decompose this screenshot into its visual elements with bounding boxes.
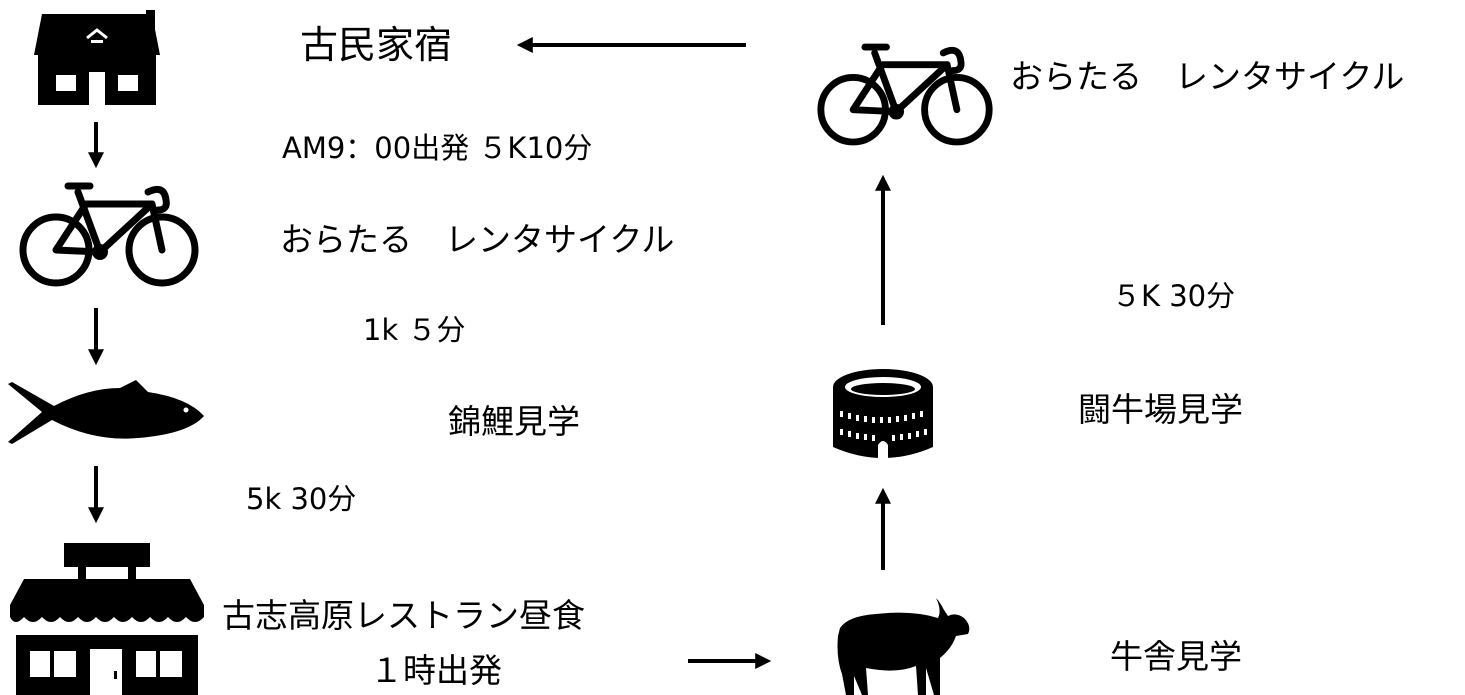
cattle-barn-label: 牛舎見学 <box>1110 637 1242 676</box>
guesthouse-label: 古民家宿 <box>300 23 453 67</box>
departure-note: AM9：00出発 ５K10分 <box>282 131 593 165</box>
house-icon <box>34 10 160 105</box>
bike-rental-label: おらたる レンタサイクル <box>280 220 675 259</box>
bicycle-icon <box>19 182 199 287</box>
fish-icon <box>8 380 204 444</box>
restaurant-label: 古志高原レストラン昼食 <box>222 596 585 635</box>
bull-icon <box>837 598 970 695</box>
shop-icon <box>10 543 204 695</box>
leg-distance-label: 1k ５分 <box>363 313 466 347</box>
leg-distance-label: ５K 30分 <box>1112 279 1236 313</box>
leg-distance-label: 5k 30分 <box>246 482 357 516</box>
restaurant-departure-label: １時出発 <box>370 651 502 690</box>
bullfight-arena-label: 闘牛場見学 <box>1078 390 1243 429</box>
koi-viewing-label: 錦鯉見学 <box>448 402 580 441</box>
bike-rental-label: おらたる レンタサイクル <box>1010 57 1405 96</box>
bicycle-icon <box>817 43 993 146</box>
colosseum-icon <box>833 369 933 463</box>
